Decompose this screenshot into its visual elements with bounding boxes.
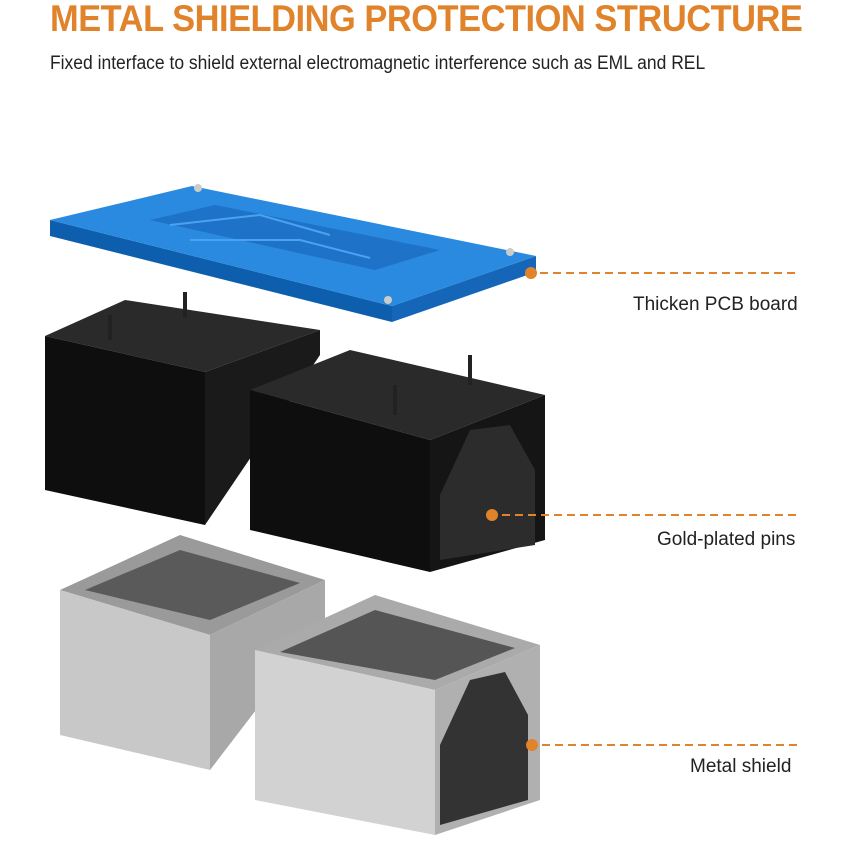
left-housing xyxy=(45,292,320,525)
right-metal-shield xyxy=(255,595,540,835)
callout-pcb-label: Thicken PCB board xyxy=(633,294,798,315)
right-housing xyxy=(250,350,545,572)
callout-pins-label: Gold-plated pins xyxy=(657,529,796,550)
page-title: METAL SHIELDING PROTECTION STRUCTURE xyxy=(50,0,803,39)
page-subtitle: Fixed interface to shield external elect… xyxy=(50,53,706,74)
callout-lines xyxy=(486,267,800,751)
callout-shield-label: Metal shield xyxy=(690,756,792,777)
pcb-board xyxy=(50,184,536,322)
left-metal-shield xyxy=(60,535,325,770)
